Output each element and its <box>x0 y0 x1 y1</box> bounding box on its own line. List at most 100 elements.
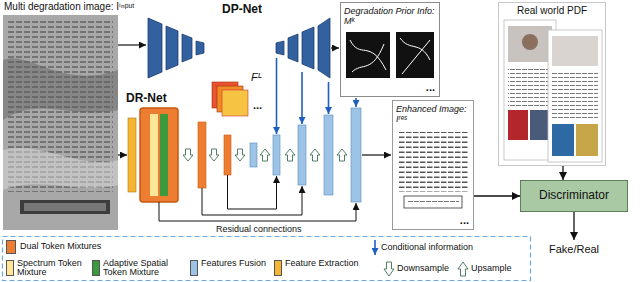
text-texture <box>398 132 468 192</box>
stain <box>3 148 118 190</box>
fusion-block <box>250 143 257 167</box>
dr-net <box>128 108 361 221</box>
annotation-label: Residual connections <box>214 224 304 234</box>
photo <box>552 36 598 66</box>
upsample-arrow <box>337 149 347 161</box>
legend-sample-downsample <box>384 262 394 276</box>
page <box>548 30 602 162</box>
panel-title: Enhanced Image: Iʳᵉˢ <box>396 104 470 125</box>
enhanced-image <box>392 100 474 230</box>
fusion-block <box>351 108 361 202</box>
feature-map <box>222 90 248 116</box>
legend-text: Upsample <box>471 264 527 273</box>
conditional-arrow <box>328 82 330 114</box>
output-label: Fake/Real <box>549 243 599 256</box>
dual-token-block <box>140 108 178 202</box>
conditional-arrows <box>277 58 357 134</box>
legend-text: Conditional information <box>381 243 496 252</box>
text-texture <box>508 66 552 106</box>
text-band <box>20 200 110 214</box>
residual-line <box>202 186 302 215</box>
photo <box>576 124 598 156</box>
text-band <box>24 203 106 211</box>
flow-arrow <box>118 44 146 45</box>
degradation-masks <box>346 32 434 78</box>
legend-sample-arrow <box>374 240 376 255</box>
ellipsis: ... <box>253 99 262 112</box>
prior-panel: Degradation Prior Info: Mᵏ... <box>340 2 440 97</box>
stain <box>3 58 118 120</box>
ellipsis: ... <box>425 82 436 93</box>
downsample-arrow <box>235 149 245 161</box>
upsample-arrow <box>310 149 320 161</box>
downsample-arrow <box>209 149 219 161</box>
panel-title: Degradation Prior Info: Mᵏ <box>344 6 436 27</box>
dual-token-block <box>224 135 231 175</box>
legend-text: Spectrum Token Mixture <box>17 259 89 278</box>
legend-sample-upsample <box>458 262 468 276</box>
feature-maps <box>212 82 248 116</box>
pdf-panel: Real world PDF <box>498 2 606 166</box>
mask-image <box>396 32 434 78</box>
pdf-pages <box>504 20 602 162</box>
mask-edge <box>350 40 386 72</box>
encoder-layer <box>196 41 204 55</box>
legend-text: Downsample <box>397 264 455 273</box>
residual-lines <box>159 175 356 221</box>
legend-text: Feature Extraction <box>285 259 369 268</box>
ellipsis: ... <box>459 215 470 226</box>
encoder-layer <box>166 26 178 70</box>
image-ground <box>3 15 118 230</box>
encoder-layer <box>182 34 192 62</box>
decoder-layer <box>318 18 330 78</box>
legend-text: Adaptive Spatial Token Mixture <box>103 259 187 278</box>
legend-text: Features Fusion <box>201 259 271 268</box>
mask-edge <box>400 38 430 74</box>
residual-line <box>159 202 356 221</box>
decoder-layer <box>276 41 284 55</box>
decoder-layer <box>288 34 298 62</box>
legend-swatch <box>274 260 282 276</box>
flow-arrow <box>118 154 127 155</box>
network-name: DP-Net <box>222 3 262 17</box>
legend-text: Dual Token Mixtures <box>20 242 130 251</box>
legend-swatch <box>6 260 14 276</box>
fusion-block <box>324 115 333 195</box>
decoder-layer <box>302 27 314 69</box>
text-band <box>404 196 462 208</box>
sampling-arrows <box>183 149 347 161</box>
dual-token-block <box>198 122 206 188</box>
conditional-arrow <box>276 58 278 134</box>
process-box: Discriminator <box>520 180 628 212</box>
conditional-arrow <box>355 98 357 107</box>
panel-title: Real world PDF <box>501 5 603 17</box>
fusion-block <box>298 125 306 185</box>
legend-swatch <box>92 260 100 276</box>
photo <box>508 110 528 140</box>
output-image-panel: Enhanced Image: Iʳᵉˢ... <box>392 100 474 230</box>
residual-line <box>228 175 277 209</box>
fusion-block <box>273 135 280 175</box>
box-label: Discriminator <box>539 189 609 203</box>
connector-arrow <box>474 195 520 196</box>
feature-extraction-block <box>128 118 136 192</box>
flow-arrow <box>362 154 391 155</box>
connector-arrow <box>573 212 574 240</box>
spatial-token-block <box>160 114 168 196</box>
text-texture <box>407 199 459 205</box>
legend-swatch <box>6 240 16 254</box>
legend-frame <box>3 237 531 281</box>
photo <box>522 34 538 50</box>
connector-arrow <box>562 166 563 180</box>
downsample-arrow <box>183 149 193 161</box>
text-texture <box>552 70 598 120</box>
image-title: Multi degradation image: Iⁱⁿᵖᵘᵗ <box>4 1 135 13</box>
image-ground <box>392 100 474 230</box>
legend-swatch <box>190 260 198 276</box>
network-name: DR-Net <box>126 92 167 106</box>
photo <box>508 26 552 62</box>
photo <box>552 124 574 156</box>
